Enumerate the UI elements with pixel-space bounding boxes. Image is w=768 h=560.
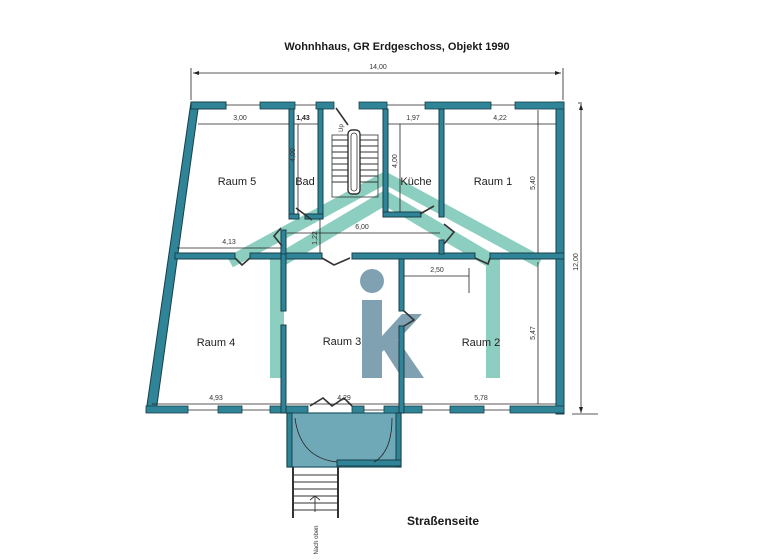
- room-kueche: Küche: [400, 176, 431, 188]
- dim-overall-width: 14,00: [369, 64, 387, 71]
- logo-k-icon: [362, 300, 424, 378]
- overall-dimensions: 14,00 12,00: [190, 64, 598, 415]
- interior-walls: [174, 108, 565, 414]
- entrance-porch: Nach oben: [286, 412, 402, 555]
- room-raum-2: Raum 2: [462, 337, 501, 349]
- room-raum-4: Raum 4: [197, 337, 236, 349]
- bottom-wall-segments: [145, 405, 565, 414]
- interior-dimensions: 3,00 1,43 4,00 1,97 4,00 4,22 5,40 6,00 …: [152, 110, 556, 405]
- dim-overall-height: 12,00: [573, 253, 580, 271]
- interior-stair: Up: [331, 124, 379, 198]
- room-raum-1: Raum 1: [474, 176, 513, 188]
- room-labels: Raum 5 Bad Küche Raum 1 Raum 4 Raum 3 Ra…: [197, 176, 513, 349]
- outside-stair-label: Nach oben: [314, 525, 320, 554]
- dim-kueche-width: 1,97: [406, 115, 420, 122]
- dim-kueche-depth: 4,00: [392, 154, 399, 168]
- street-side-label: Straßenseite: [407, 514, 479, 528]
- dim-raum2-width: 5,78: [474, 395, 488, 402]
- doors: [234, 107, 491, 408]
- dim-corridor-depth: 1,22: [312, 231, 319, 245]
- dim-raum4-bottom: 4,93: [209, 395, 223, 402]
- room-bad: Bad: [295, 176, 315, 188]
- dim-raum5-width: 3,00: [233, 115, 247, 122]
- dim-raum3-width: 4,29: [337, 395, 351, 402]
- room-raum-3: Raum 3: [323, 336, 362, 348]
- dim-corridor-width: 6,00: [355, 224, 369, 231]
- dim-raum1-width: 4,22: [493, 115, 507, 122]
- top-wall-segments: [226, 101, 565, 110]
- dim-raum4-top: 4,13: [222, 239, 236, 246]
- room-raum-5: Raum 5: [218, 176, 257, 188]
- dim-bad-width: 1,43: [296, 115, 310, 122]
- plan-title: Wohnhhaus, GR Erdgeschoss, Objekt 1990: [284, 41, 509, 53]
- dim-raum2-top: 2,50: [430, 267, 444, 274]
- dim-raum2-depth: 5,47: [530, 326, 537, 340]
- stair-up-label: Up: [339, 124, 345, 132]
- dim-bad-depth: 4,00: [290, 148, 297, 162]
- dim-raum1-depth: 5,40: [530, 176, 537, 190]
- logo-dot-icon: [360, 269, 384, 293]
